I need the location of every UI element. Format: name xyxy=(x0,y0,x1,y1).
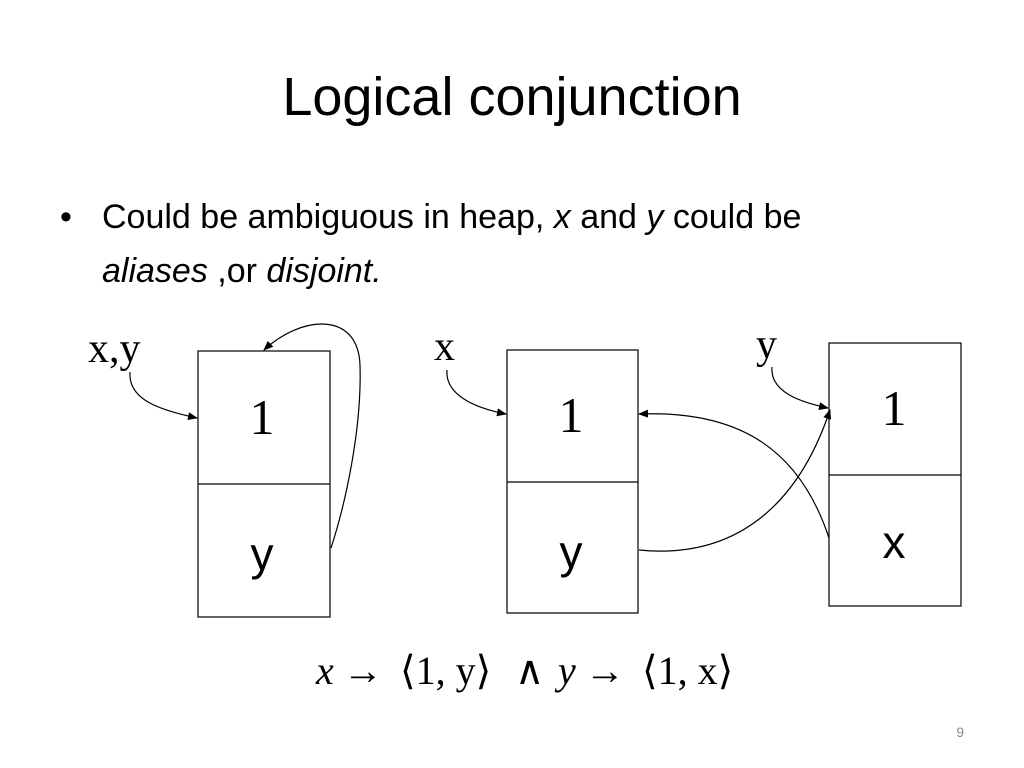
aliased-self-loop-arrow xyxy=(263,323,361,549)
bullet-text-part2: could be xyxy=(663,198,802,236)
bullet-disjoint: disjoint. xyxy=(266,252,382,290)
bullet-text-part1: Could be ambiguous in heap, xyxy=(102,198,554,236)
cross-arrow-y-to-right-cell xyxy=(638,409,831,552)
bullet-aliases: aliases xyxy=(102,252,208,290)
disjoint-left-pointer-label: x xyxy=(434,324,455,370)
formula-x1: x xyxy=(315,648,334,693)
disjoint-left-cell-top-value: 1 xyxy=(559,387,584,443)
aliased-pointer-arrow xyxy=(129,371,198,421)
disjoint-left-pointer-arrow xyxy=(446,369,507,417)
bullet-var-x: x xyxy=(553,198,571,236)
page-number: 9 xyxy=(956,724,964,740)
aliased-cell-top-value: 1 xyxy=(250,389,275,445)
separation-logic-formula: x → ⟨1, y⟩ ∧ y → ⟨1, x⟩ xyxy=(315,648,733,693)
bullet-var-y: y xyxy=(646,198,664,236)
aliased-pointer-label: x,y xyxy=(88,326,141,372)
disjoint-right-cell-bottom-value: x xyxy=(883,516,906,568)
bullet-text-or: ,or xyxy=(207,252,267,290)
formula-tuple2: ⟨1, x⟩ xyxy=(642,648,733,693)
formula-arrow2: → xyxy=(585,648,625,693)
disjoint-right-pointer-arrow xyxy=(771,366,829,411)
disjoint-left-cell-bottom-value: y xyxy=(560,526,583,578)
disjoint-right-pointer-label: y xyxy=(756,322,777,368)
formula-and-symbol: ∧ xyxy=(515,648,544,693)
slide-title: Logical conjunction xyxy=(282,67,742,127)
disjoint-right-cell-top-value: 1 xyxy=(882,380,907,436)
bullet-marker: • xyxy=(60,198,72,236)
disjoint-left-cell: 1 y xyxy=(506,349,639,614)
aliased-heap-cell: 1 y xyxy=(197,350,331,618)
disjoint-right-cell: 1 x xyxy=(828,342,962,607)
cross-arrow-x-to-left-cell xyxy=(638,409,830,539)
bullet-text-and: and xyxy=(570,198,647,236)
bullet-point: • Could be ambiguous in heap, x and y co… xyxy=(60,190,980,298)
formula-y2: y xyxy=(554,648,576,693)
aliased-cell-bottom-value: y xyxy=(251,528,274,580)
bullet-text: Could be ambiguous in heap, x and y coul… xyxy=(102,190,980,298)
formula-tuple1: ⟨1, y⟩ xyxy=(400,648,491,693)
formula-arrow1: → xyxy=(343,648,383,693)
